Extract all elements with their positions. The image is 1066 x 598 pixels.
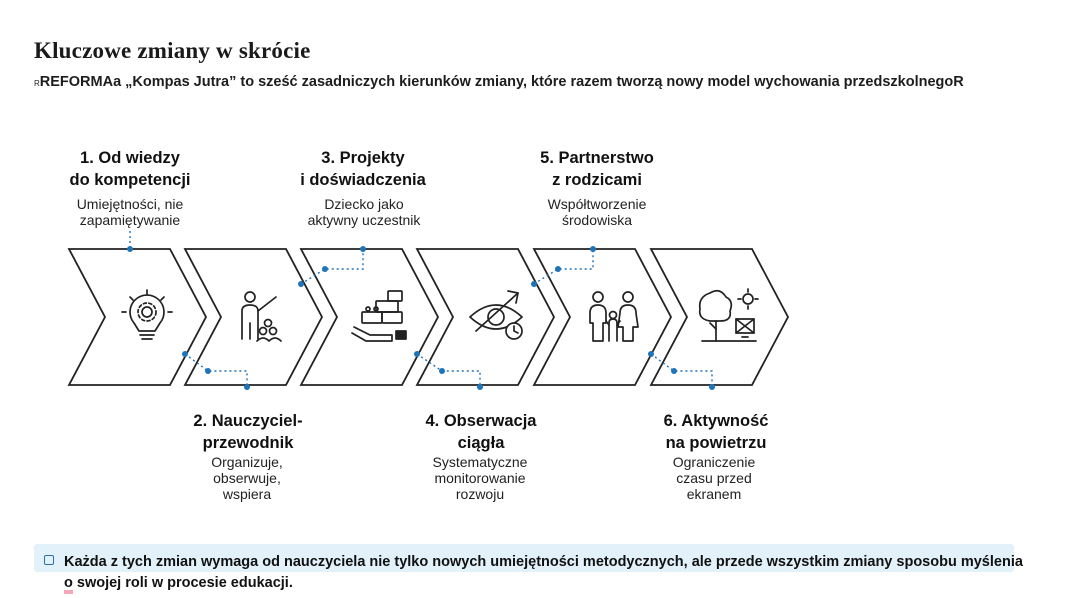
step-4-desc-line2: monitorowanie <box>434 470 526 486</box>
connector-dot <box>182 351 188 357</box>
connector-dot <box>531 281 537 287</box>
chevrons <box>67 248 790 386</box>
step-1-description: Umiejętności, nie zapamiętywanie <box>50 196 210 228</box>
step-3-title-line2: i doświadczenia <box>300 171 426 189</box>
step-2-desc-line1: Organizuje, <box>211 454 283 470</box>
chevron-2 <box>183 248 324 386</box>
connector-dots <box>127 246 715 390</box>
callout-line2: o swojej roli w procesie edukacji. <box>64 575 293 591</box>
callout-box <box>34 544 1014 572</box>
connector-2 <box>184 353 248 387</box>
chevron-5 <box>532 248 673 386</box>
connector-dot <box>709 384 715 390</box>
callout-text: Każda z tych zmian wymaga od nauczyciela… <box>64 552 1066 594</box>
step-2-title-line2: przewodnik <box>202 434 294 452</box>
connector-dot <box>414 351 420 357</box>
connector-dot <box>671 368 677 374</box>
step-2-desc-line3: wspiera <box>222 486 272 502</box>
step-5-desc-line2: środowiska <box>561 212 633 228</box>
connector-dot <box>360 246 366 252</box>
connector-dot <box>555 266 561 272</box>
connector-dot <box>205 368 211 374</box>
step-1-desc-line1: Umiejętności, nie <box>76 196 184 212</box>
page-subtitle: RREFORMAa „Kompas Jutra” to sześć zasadn… <box>34 74 964 90</box>
subtitle-text: REFORMAa „Kompas Jutra” to sześć zasadni… <box>39 74 964 90</box>
text-cursor-highlight <box>64 590 73 594</box>
step-2-title: 2. Nauczyciel- przewodnik <box>163 410 333 454</box>
step-6-title-line2: na powietrzu <box>665 434 767 452</box>
step-2-desc-line2: obserwuje, <box>213 470 281 486</box>
page-title: Kluczowe zmiany w skrócie <box>34 38 311 63</box>
step-6-desc-line2: czasu przed <box>676 470 752 486</box>
subtitle-marker: R <box>34 79 40 88</box>
eye-trend-clock-icon <box>469 290 523 340</box>
tree-sun-no-screen-icon <box>698 288 759 342</box>
step-4-title: 4. Obserwacja ciągła <box>396 410 566 454</box>
chevron-3 <box>299 248 440 386</box>
connector-dot <box>590 246 596 252</box>
reform-infographic: 1. Od wiedzy do kompetencji Umiejętności… <box>34 97 821 533</box>
step-6-title: 6. Aktywność na powietrzu <box>631 410 801 454</box>
connector-dot <box>244 384 250 390</box>
chevron-1 <box>67 248 208 386</box>
connector-dot <box>298 281 304 287</box>
step-4-description: Systematyczne monitorowanie rozwoju <box>400 454 560 502</box>
infographic-graphics <box>67 231 790 390</box>
connector-dot <box>477 384 483 390</box>
step-3-description: Dziecko jako aktywny uczestnik <box>284 196 444 228</box>
step-3-desc-line2: aktywny uczestnik <box>307 212 421 228</box>
step-1-title: 1. Od wiedzy do kompetencji <box>45 147 215 191</box>
step-5-title: 5. Partnerstwo z rodzicami <box>512 147 682 191</box>
step-1-title-line1: 1. Od wiedzy <box>80 149 180 167</box>
chevron-4 <box>415 248 556 386</box>
callout-line1: Każda z tych zmian wymaga od nauczyciela… <box>64 554 1023 570</box>
step-5-desc-line1: Współtworzenie <box>547 196 647 212</box>
connector-dot <box>322 266 328 272</box>
step-6-desc-line1: Ograniczenie <box>672 454 756 470</box>
connector-5 <box>533 249 594 285</box>
step-1-desc-line2: zapamiętywanie <box>79 212 181 228</box>
step-1-title-line2: do kompetencji <box>69 171 191 189</box>
step-2-description: Organizuje, obserwuje, wspiera <box>167 454 327 502</box>
step-3-title: 3. Projekty i doświadczenia <box>278 147 448 191</box>
step-4-title-line1: 4. Obserwacja <box>425 412 537 430</box>
step-3-title-line1: 3. Projekty <box>321 149 405 167</box>
step-6-description: Ograniczenie czasu przed ekranem <box>634 454 794 502</box>
step-2-title-line1: 2. Nauczyciel- <box>193 412 303 430</box>
note-icon <box>44 555 54 565</box>
building-blocks-icon <box>351 290 407 342</box>
step-4-desc-line1: Systematyczne <box>432 454 528 470</box>
step-6-desc-line3: ekranem <box>686 486 742 502</box>
step-6-title-line1: 6. Aktywność <box>663 412 769 430</box>
step-3-desc-line1: Dziecko jako <box>324 196 404 212</box>
step-4-title-line2: ciągła <box>457 434 505 452</box>
connector-dot <box>439 368 445 374</box>
connector-dot <box>648 351 654 357</box>
chevron-6 <box>649 248 790 386</box>
step-5-title-line2: z rodzicami <box>552 171 642 189</box>
connector-dot <box>127 246 133 252</box>
step-5-description: Współtworzenie środowiska <box>517 196 677 228</box>
connector-4 <box>416 353 481 387</box>
family-icon <box>589 291 639 342</box>
step-4-desc-line3: rozwoju <box>455 486 505 502</box>
step-5-title-line1: 5. Partnerstwo <box>540 149 654 167</box>
teacher-pointing-icon <box>241 291 282 342</box>
lightbulb-gear-icon <box>121 289 173 340</box>
connector-3 <box>300 249 364 285</box>
